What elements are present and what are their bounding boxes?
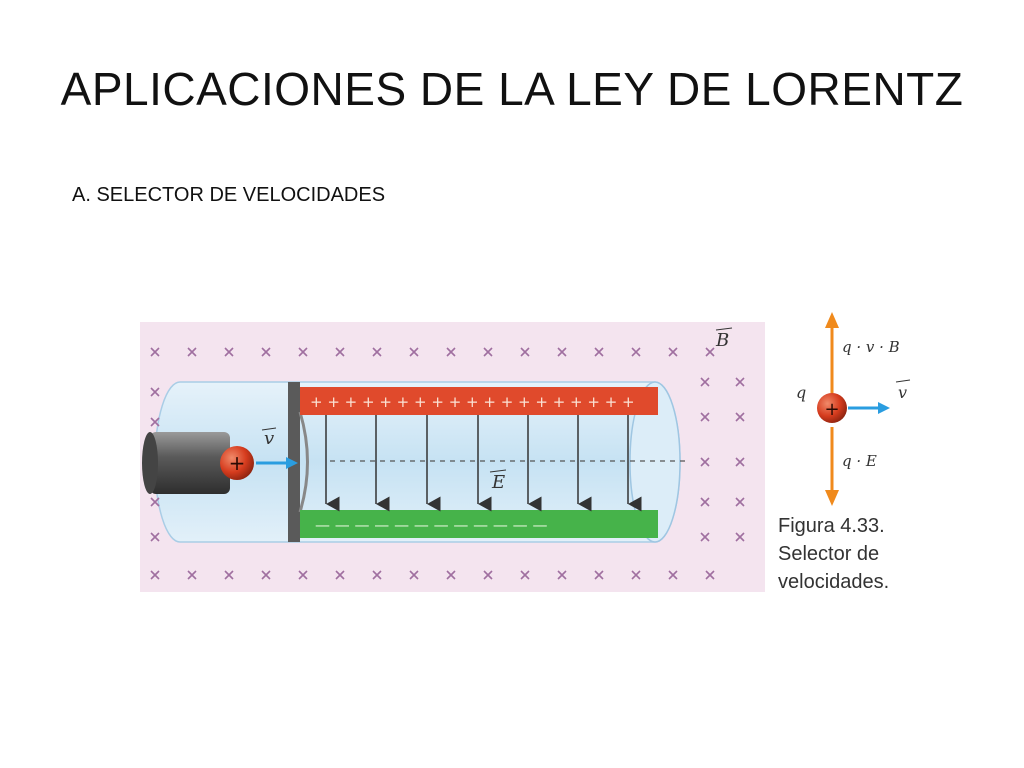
field-cross-mark: [557, 570, 567, 580]
slide-title: APLICACIONES DE LA LEY DE LORENTZ: [60, 63, 964, 115]
field-cross-mark: [150, 570, 160, 580]
field-cross-mark: [409, 570, 419, 580]
velocity-selector-diagram: + + + + + + + + + + + + + + + + + + + — …: [140, 312, 911, 592]
field-cross-mark: [150, 347, 160, 357]
field-cross-mark: [261, 347, 271, 357]
fbd-label-q: q: [796, 383, 806, 402]
section-subtitle: A. SELECTOR DE VELOCIDADES: [72, 184, 386, 206]
svg-text:— — — — — — — — — — — —: — — — — — — — — — — — —: [315, 516, 547, 534]
field-cross-mark: [335, 347, 345, 357]
electric-field-arrows: [325, 415, 642, 512]
field-cross-mark: [298, 570, 308, 580]
field-cross-mark: [705, 347, 715, 357]
field-cross-mark: [631, 347, 641, 357]
field-cross-mark: [446, 347, 456, 357]
label-E: E: [491, 472, 505, 493]
field-cross-mark: [705, 570, 715, 580]
field-cross-mark: [224, 570, 234, 580]
svg-text:+ + + + + + + + + + + + + + +: + + + + + + + + + + + + + + + + + + +: [310, 393, 635, 411]
field-cross-mark: [150, 417, 160, 427]
field-cross-mark: [446, 570, 456, 580]
field-cross-mark: [735, 532, 745, 542]
field-crosses: [150, 347, 745, 580]
field-cross-mark: [150, 532, 160, 542]
field-cross-mark: [150, 497, 160, 507]
fbd-label-v: v: [898, 383, 907, 402]
particle-source: [142, 432, 230, 494]
field-cross-mark: [668, 570, 678, 580]
field-cross-mark: [335, 570, 345, 580]
field-cross-mark: [520, 347, 530, 357]
field-cross-mark: [700, 532, 710, 542]
field-cross-mark: [700, 412, 710, 422]
field-cross-mark: [483, 347, 493, 357]
field-cross-mark: [372, 347, 382, 357]
field-cross-mark: [483, 570, 493, 580]
field-cross-mark: [298, 347, 308, 357]
negative-plate: — — — — — — — — — — — —: [300, 510, 658, 538]
field-cross-mark: [150, 387, 160, 397]
field-cross-mark: [261, 570, 271, 580]
field-cross-mark: [409, 347, 419, 357]
label-B: B: [715, 330, 729, 351]
field-cross-mark: [187, 347, 197, 357]
field-cross-mark: [372, 570, 382, 580]
field-cross-mark: [735, 412, 745, 422]
field-cross-mark: [224, 347, 234, 357]
label-v-vector: [261, 427, 277, 431]
field-cross-mark: [631, 570, 641, 580]
figure-caption-line3: velocidades.: [778, 571, 890, 593]
field-cross-mark: [735, 457, 745, 467]
charged-particle: +: [220, 446, 254, 480]
field-cross-mark: [700, 377, 710, 387]
svg-text:+: +: [229, 451, 246, 475]
fbd-label-magnetic-force: q · v · B: [842, 338, 900, 356]
fbd-label-v-vector: [895, 379, 911, 383]
label-E-vector: [489, 469, 507, 473]
positive-plate: + + + + + + + + + + + + + + + + + + +: [300, 387, 658, 415]
field-cross-mark: [520, 570, 530, 580]
fbd-particle: [817, 393, 847, 423]
svg-text:+: +: [824, 399, 839, 420]
magnetic-field-region-right: [770, 322, 776, 592]
field-cross-mark: [735, 377, 745, 387]
glass-tube: [154, 381, 681, 543]
field-cross-mark: [187, 570, 197, 580]
label-B-vector: [715, 327, 733, 331]
figure-caption-number: Figura 4.33.: [778, 515, 885, 537]
figure-caption-line2: Selector de: [778, 543, 880, 565]
field-cross-mark: [594, 570, 604, 580]
field-cross-mark: [735, 497, 745, 507]
field-cross-mark: [668, 347, 678, 357]
velocity-arrow: [256, 457, 298, 469]
label-v: v: [264, 428, 274, 449]
field-cross-mark: [700, 497, 710, 507]
field-cross-mark: [700, 457, 710, 467]
fbd-label-electric-force: q · E: [842, 452, 877, 470]
field-cross-mark: [594, 347, 604, 357]
field-cross-mark: [557, 347, 567, 357]
force-diagram: + q q · v · B q · E v: [796, 312, 911, 506]
